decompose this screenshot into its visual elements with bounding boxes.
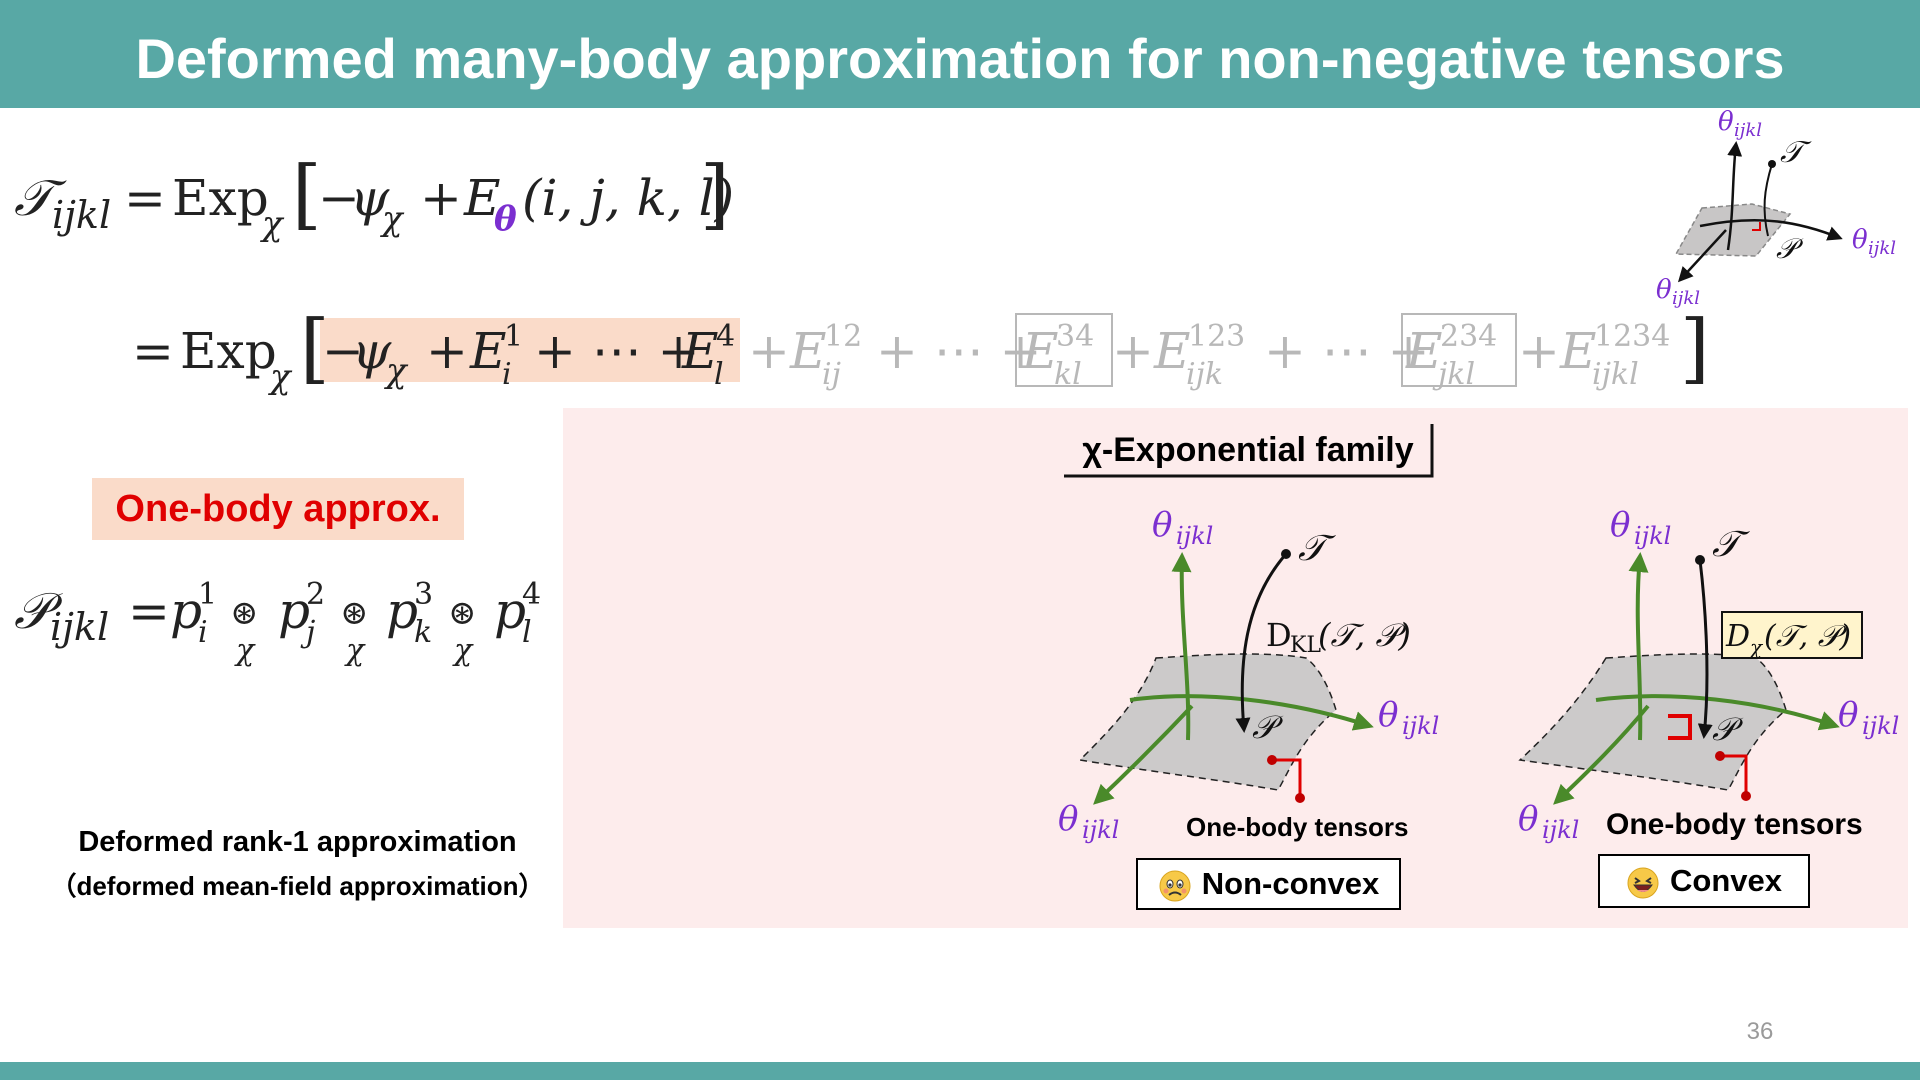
svg-text:34: 34	[1056, 319, 1094, 354]
slide-title: Deformed many-body approximation for non…	[135, 27, 1785, 90]
svg-text:E: E	[1405, 322, 1443, 380]
svg-text:⊛: ⊛	[340, 593, 369, 633]
svg-text:1: 1	[504, 319, 523, 354]
svg-text:E: E	[1021, 322, 1059, 380]
main-equation: 𝒯 ijkl = Exp χ [ − ψ χ + E θ (i, j, k, l…	[14, 149, 1710, 397]
svg-text:1234: 1234	[1594, 319, 1670, 354]
convex-label: Convex	[1670, 863, 1782, 898]
svg-text:]: ]	[1680, 303, 1710, 392]
svg-text:Exp: Exp	[180, 322, 277, 380]
svg-text:234: 234	[1440, 319, 1497, 354]
svg-text:4: 4	[716, 319, 735, 354]
svg-text:p: p	[494, 582, 526, 640]
svg-text:E: E	[789, 322, 827, 380]
svg-text:123: 123	[1188, 319, 1245, 354]
caption-deformed-rank1: Deformed rank-1 approximation	[78, 826, 517, 858]
svg-text:+ ⋯ +: + ⋯ +	[1264, 322, 1430, 380]
svg-text:ijkl: ijkl	[50, 605, 109, 649]
one-body-approx-label: One-body approx.	[92, 478, 464, 540]
svg-text:+: +	[420, 169, 462, 227]
svg-text:[: [	[300, 303, 330, 392]
svg-text:ijkl: ijkl	[52, 193, 111, 237]
chi-exponential-family-title: χ-Exponential family	[1082, 431, 1414, 469]
right-one-body-tensors-label: One-body tensors	[1606, 808, 1863, 841]
svg-text:jkl: jkl	[1432, 357, 1475, 392]
svg-text:1: 1	[198, 577, 217, 612]
svg-text:4: 4	[522, 577, 541, 612]
convex-badge: Convex	[1598, 854, 1810, 908]
page-number: 36	[1746, 1018, 1774, 1045]
svg-text:ijk: ijk	[1186, 357, 1223, 392]
svg-text:χ: χ	[384, 351, 409, 391]
svg-text:i: i	[502, 357, 512, 392]
svg-text:ij: ij	[822, 357, 841, 392]
svg-text:χ: χ	[260, 204, 285, 244]
svg-text:j: j	[300, 615, 315, 650]
svg-text:ψ: ψ	[350, 169, 390, 227]
svg-text:⊛: ⊛	[448, 593, 477, 633]
svg-text:12: 12	[824, 319, 862, 354]
svg-text:k: k	[414, 615, 432, 650]
svg-text:+ ⋯ +: + ⋯ +	[534, 322, 700, 380]
svg-text:kl: kl	[1054, 357, 1082, 392]
footer-bar	[0, 1062, 1920, 1080]
svg-text:p: p	[386, 582, 418, 640]
svg-text:i: i	[198, 615, 208, 650]
svg-text:+: +	[1112, 322, 1154, 380]
svg-text:ijkl: ijkl	[1592, 357, 1639, 392]
svg-text:χ: χ	[344, 633, 366, 668]
svg-text:E: E	[463, 169, 501, 227]
svg-text:⊛: ⊛	[230, 593, 259, 633]
non-convex-badge: Non-convex	[1136, 858, 1401, 910]
svg-text:E: E	[681, 322, 719, 380]
svg-text:2: 2	[306, 577, 325, 612]
svg-text:=: =	[128, 582, 170, 640]
svg-text:χ: χ	[268, 357, 293, 397]
svg-text:Exp: Exp	[172, 169, 269, 227]
svg-text:]: ]	[700, 149, 730, 238]
chi-exponential-panel	[563, 408, 1908, 928]
svg-text:−: −	[318, 169, 360, 227]
svg-text:+: +	[748, 322, 790, 380]
svg-text:+: +	[1518, 322, 1560, 380]
svg-text:𝒫: 𝒫	[14, 582, 63, 640]
non-convex-label: Non-convex	[1201, 866, 1380, 901]
grinning-face-icon	[1627, 867, 1659, 899]
svg-text:−: −	[322, 322, 364, 380]
svg-text:χ: χ	[234, 633, 256, 668]
svg-text:p: p	[170, 582, 202, 640]
svg-text:+: +	[426, 322, 468, 380]
svg-text:E: E	[469, 322, 507, 380]
caption-mean-field: （deformed mean-field approximation）	[50, 871, 545, 901]
worried-face-icon	[1159, 870, 1191, 902]
svg-text:(i, j, k, l): (i, j, k, l)	[522, 169, 734, 227]
svg-text:χ: χ	[380, 199, 405, 239]
svg-text:=: =	[124, 169, 166, 227]
svg-text:+ ⋯ +: + ⋯ +	[876, 322, 1042, 380]
svg-text:=: =	[132, 322, 174, 380]
svg-text:E: E	[1153, 322, 1191, 380]
svg-text:p: p	[278, 582, 310, 640]
svg-text:θ: θ	[494, 199, 517, 239]
svg-text:l: l	[522, 615, 532, 650]
svg-text:E: E	[1559, 322, 1597, 380]
svg-text:[: [	[292, 149, 322, 238]
title-bar	[0, 0, 1920, 108]
svg-text:3: 3	[414, 577, 433, 612]
left-one-body-tensors-label: One-body tensors	[1186, 812, 1409, 842]
svg-text:χ: χ	[452, 633, 474, 668]
svg-text:ψ: ψ	[352, 322, 392, 380]
svg-text:l: l	[714, 357, 724, 392]
